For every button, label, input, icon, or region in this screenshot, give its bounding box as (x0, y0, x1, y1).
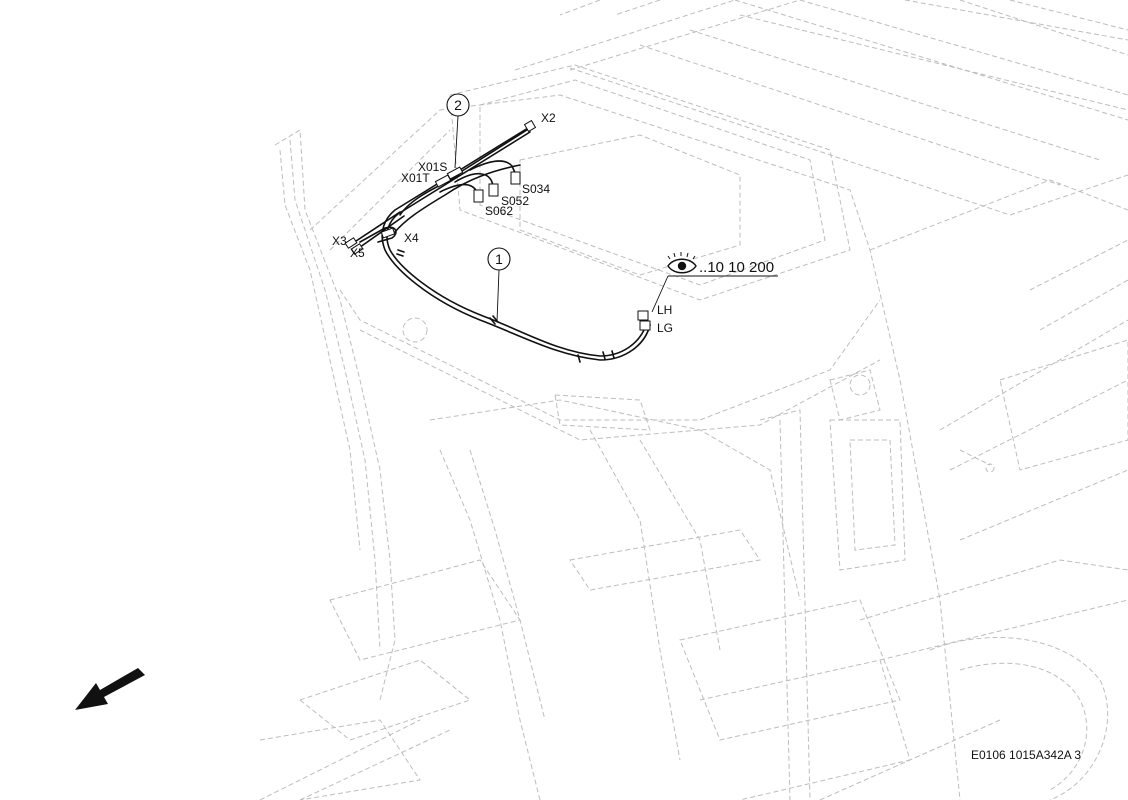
label-s052: S052 (501, 194, 529, 208)
document-id: E0106 1015A342A 3 (971, 748, 1081, 762)
eye-icon (667, 252, 697, 274)
callout-2-number: 2 (454, 97, 462, 113)
callout-1-number: 1 (495, 251, 503, 267)
view-reference: ..10 10 200 (667, 252, 774, 276)
label-x5: X5 (350, 246, 365, 260)
label-x2: X2 (541, 111, 556, 125)
label-s034: S034 (522, 182, 550, 196)
label-x01t: X01T (401, 171, 430, 185)
callout-2: 2 (446, 93, 470, 117)
callout-1: 1 (487, 247, 511, 271)
label-x3: X3 (332, 234, 347, 248)
label-s062: S062 (485, 204, 513, 218)
wiring-harness (344, 119, 651, 363)
leader-lines (454, 115, 778, 323)
label-x4: X4 (404, 231, 419, 245)
connector-labels: X2 X01S X01T S034 S052 S062 X3 X4 X5 LH … (332, 111, 673, 335)
view-reference-number: ..10 10 200 (699, 259, 774, 276)
label-x01s: X01S (418, 160, 447, 174)
label-lg: LG (657, 321, 673, 335)
machine-outline (259, 0, 1128, 800)
direction-arrow-icon (75, 668, 145, 710)
label-lh: LH (657, 303, 672, 317)
